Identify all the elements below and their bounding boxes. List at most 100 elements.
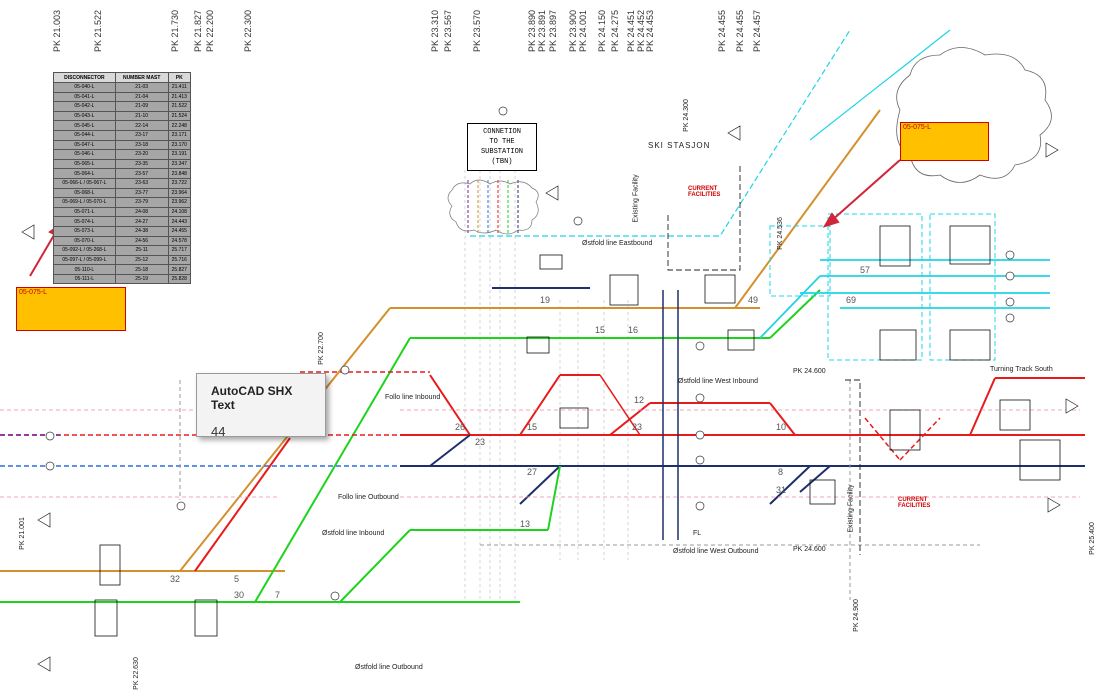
orange-track[interactable] bbox=[0, 109, 881, 572]
red-dashed-track[interactable] bbox=[0, 371, 941, 461]
current-facilities-label-top: CURRENT FACILITIES bbox=[688, 186, 721, 198]
follo-inbound-label: Follo line Inbound bbox=[385, 394, 441, 401]
svg-text:26: 26 bbox=[455, 422, 465, 432]
table-cell: 23-35 bbox=[114, 158, 169, 170]
pk-24900-label: PK 24.900 bbox=[852, 599, 860, 632]
turning-track-south-label: Turning Track South bbox=[990, 366, 1053, 373]
svg-text:7: 7 bbox=[275, 590, 280, 600]
col-number-mast: NUMBER MAST bbox=[114, 72, 169, 83]
table-cell: 25-12 bbox=[114, 254, 169, 266]
pk-marker: PK 23.897 bbox=[548, 9, 558, 52]
current-facilities-label-bottom: CURRENT FACILITIES bbox=[898, 497, 931, 509]
table-cell: 21.413 bbox=[167, 91, 192, 103]
navy-track[interactable] bbox=[400, 287, 1085, 505]
pk-24600-label-a: PK 24.600 bbox=[793, 368, 826, 375]
cyan-tracks[interactable] bbox=[759, 259, 1050, 339]
table-cell: 24.578 bbox=[167, 235, 192, 247]
table-cell: 05-065-L bbox=[53, 158, 116, 170]
green-crossover[interactable] bbox=[547, 465, 561, 531]
pk-marker: PK 24.457 bbox=[752, 9, 762, 52]
table-cell: 23-57 bbox=[114, 168, 169, 179]
table-cell: 23-77 bbox=[114, 187, 169, 199]
svg-text:31: 31 bbox=[776, 485, 786, 495]
table-cell: 23-18 bbox=[114, 139, 169, 151]
table-cell: 25-19 bbox=[114, 273, 169, 285]
grid-guides bbox=[464, 170, 629, 600]
svg-text:10: 10 bbox=[776, 422, 786, 432]
col-pk: PK bbox=[167, 72, 192, 83]
pk-marker: PK 24.001 bbox=[578, 9, 588, 52]
pk-marker: PK 21.730 bbox=[170, 9, 180, 52]
table-cell: 24-27 bbox=[114, 216, 169, 227]
svg-text:12: 12 bbox=[634, 395, 644, 405]
callout-tag-right[interactable]: 05-075-L bbox=[900, 122, 989, 161]
table-cell: 25-11 bbox=[114, 245, 169, 256]
pk-marker: PK 23.900 bbox=[568, 9, 578, 52]
substation-cloud bbox=[447, 179, 539, 235]
callout-tag-left[interactable]: 05-075-L bbox=[16, 287, 126, 331]
red-track[interactable] bbox=[194, 374, 1085, 572]
svg-text:8: 8 bbox=[778, 467, 783, 477]
cyan-feeder[interactable] bbox=[470, 29, 951, 237]
pk-21001-label: PK 21.001 bbox=[18, 517, 26, 550]
table-cell: 05-047-L bbox=[53, 139, 116, 151]
fl-label: FL bbox=[693, 530, 702, 537]
table-cell: 05-064-L bbox=[53, 168, 116, 179]
table-cell: 05-045-L bbox=[53, 120, 116, 131]
pk-marker: PK 24.150 bbox=[597, 9, 607, 52]
existing-facility-boundary bbox=[667, 165, 861, 555]
table-cell: 05-073-L bbox=[53, 225, 116, 237]
svg-text:32: 32 bbox=[170, 574, 180, 584]
table-cell: 25.827 bbox=[167, 264, 192, 275]
table-cell: 05-071-L bbox=[53, 206, 116, 218]
pk-marker: PK 22.300 bbox=[243, 9, 253, 52]
table-cell: 23.722 bbox=[167, 177, 192, 189]
pk-marker: PK 22.200 bbox=[205, 9, 215, 52]
warning-triangles bbox=[21, 125, 1079, 672]
pk-24300-label: PK 24.300 bbox=[682, 99, 690, 132]
substation-feeders bbox=[467, 180, 519, 235]
green-track[interactable] bbox=[0, 289, 821, 603]
table-cell: 05-092-L / 05-268-L bbox=[53, 245, 116, 256]
table-cell: 23.962 bbox=[167, 197, 192, 208]
table-cell: 23.191 bbox=[167, 149, 192, 160]
pk-marker: PK 24.453 bbox=[645, 9, 655, 52]
pk-marker: PK 23.891 bbox=[537, 9, 547, 52]
table-cell: 21-04 bbox=[114, 91, 169, 103]
ostfold-inbound-label: Østfold line Inbound bbox=[322, 530, 385, 537]
substation-connection-box[interactable]: CONNETION TO THE SUBSTATION (TBN) bbox=[467, 123, 537, 171]
pk-24600-label-b: PK 24.600 bbox=[793, 546, 826, 553]
svg-text:49: 49 bbox=[748, 295, 758, 305]
table-cell: 25.717 bbox=[167, 245, 192, 256]
svg-text:27: 27 bbox=[527, 467, 537, 477]
table-cell: 05-111-L bbox=[53, 273, 116, 285]
table-cell: 21-03 bbox=[114, 82, 169, 93]
table-cell: 05-043-L bbox=[53, 110, 116, 122]
svg-text:57: 57 bbox=[860, 265, 870, 275]
pk-marker: PK 24.275 bbox=[610, 9, 620, 52]
